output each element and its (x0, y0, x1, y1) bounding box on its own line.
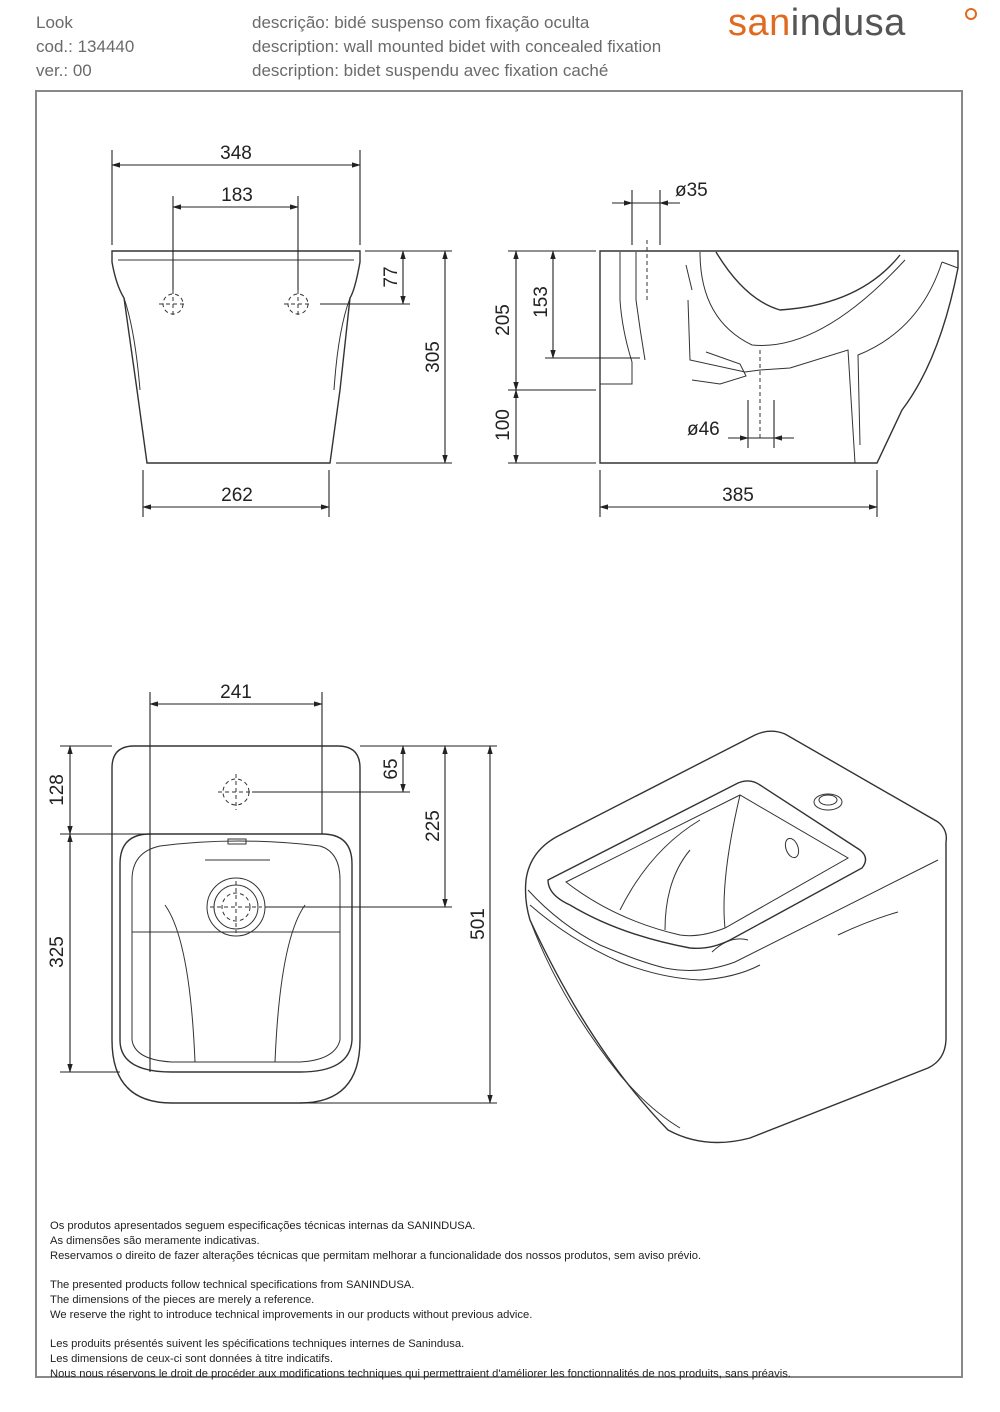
product-descriptions: descrição: bidé suspenso com fixação ocu… (252, 11, 661, 83)
disclaimer-notes: Os produtos apresentados seguem especifi… (50, 1220, 791, 1380)
dim-hole-height: 77 (381, 266, 402, 287)
plan-view: 241 128 325 65 225 501 (47, 682, 497, 1104)
product-name: Look (36, 13, 73, 32)
dim-height-100: 100 (493, 409, 514, 441)
dim-depth: 385 (722, 485, 754, 506)
drain-plan (206, 877, 266, 937)
front-view: 348 183 77 305 262 (111, 143, 452, 517)
dim-diameter-top: ø35 (675, 180, 708, 201)
tap-hole-plan (218, 774, 254, 810)
dim-drain-offset: 225 (423, 810, 444, 842)
tap-hole-left (159, 290, 187, 318)
logo-mark-icon (965, 8, 977, 20)
product-code: cod.: 134440 (36, 37, 135, 56)
dim-top-offset: 128 (47, 774, 68, 806)
description-pt: descrição: bidé suspenso com fixação ocu… (252, 13, 590, 32)
dim-top-width: 348 (220, 143, 252, 164)
product-version: ver.: 00 (36, 61, 92, 80)
dim-total-height: 305 (423, 341, 444, 373)
perspective-view (524, 730, 948, 1144)
dim-diameter-drain: ø46 (687, 419, 720, 440)
description-en: description: wall mounted bidet with con… (252, 37, 662, 56)
product-info: Look cod.: 134440 ver.: 00 (36, 11, 134, 83)
dim-height-153: 153 (531, 286, 552, 318)
drawing-frame (35, 90, 963, 1378)
dim-total-length: 501 (468, 908, 489, 940)
dim-inner-width: 241 (220, 682, 252, 703)
dim-holes-spacing: 183 (221, 185, 253, 206)
dim-hole-offset: 65 (381, 758, 402, 779)
dim-base-width: 262 (221, 485, 253, 506)
tap-hole-right (284, 290, 312, 318)
side-section-view: ø35 205 153 100 ø46 385 (493, 180, 959, 517)
description-fr: description: bidet suspendu avec fixatio… (252, 61, 609, 80)
dim-bowl-length: 325 (47, 936, 68, 968)
sanindusa-logo: sanindusa (728, 2, 906, 44)
dim-height-205: 205 (493, 304, 514, 336)
